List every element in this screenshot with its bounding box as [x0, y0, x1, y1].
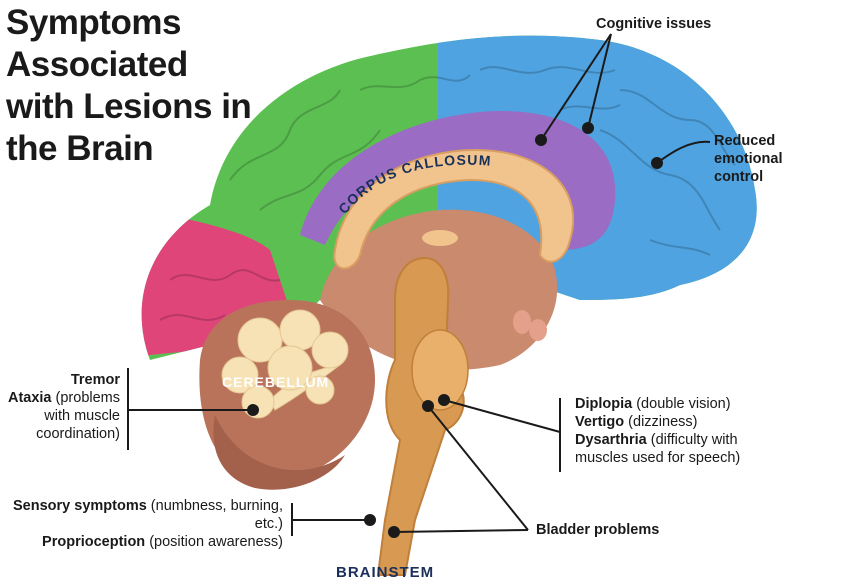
- dysarthria-term: Dysarthria: [575, 432, 647, 448]
- page-title: Symptoms Associated with Lesions in the …: [6, 2, 336, 170]
- tremor-ataxia-label: Tremor Ataxia (problems with muscle coor…: [0, 371, 120, 443]
- cognitive-issues-text: Cognitive issues: [596, 16, 712, 32]
- leader-bladder-2: [427, 405, 529, 531]
- ataxia-desc-2: with muscle: [44, 408, 120, 424]
- vertigo-desc: (dizziness): [624, 414, 698, 430]
- ataxia-desc-3: coordination): [36, 426, 120, 442]
- sensory-line: Sensory symptoms (numbness, burning, etc…: [0, 497, 283, 533]
- dysarthria-desc-1: (difficulty with: [646, 432, 738, 448]
- reduced-emotional-control-label: Reduced emotional control: [714, 132, 846, 186]
- title-line-3: the Brain: [6, 129, 154, 168]
- sensory-proprioception-label: Sensory symptoms (numbness, burning, etc…: [0, 497, 283, 551]
- pons: [411, 329, 469, 411]
- tremor-text: Tremor: [70, 372, 120, 388]
- leader-diplopia: [443, 399, 561, 433]
- brainstem-label: BRAINSTEM: [336, 564, 435, 581]
- ataxia-line-1: Ataxia (problems: [0, 389, 120, 407]
- emotional-line-1: Reduced emotional: [714, 133, 783, 167]
- cingulate-gyrus: [300, 111, 616, 250]
- arbor-vitae: [221, 309, 349, 419]
- corpus-callosum: [333, 148, 575, 270]
- pituitary: [513, 310, 531, 334]
- proprio-term: Proprioception: [42, 534, 146, 550]
- vertigo-term: Vertigo: [575, 414, 625, 430]
- leader-cognitive-1: [540, 33, 612, 141]
- bladder-text: Bladder problems: [536, 522, 660, 538]
- mammillary-body: [529, 319, 547, 341]
- diplopia-term: Diplopia: [575, 396, 633, 412]
- vertigo-line: Vertigo (dizziness): [575, 413, 740, 431]
- proprio-line: Proprioception (position awareness): [0, 533, 283, 551]
- dysarthria-line: Dysarthria (difficulty with: [575, 431, 740, 449]
- cerebellum-label: CEREBELLUM: [222, 374, 330, 390]
- gyri-texture: [159, 66, 736, 321]
- thalamus: [422, 230, 458, 246]
- proprio-desc: (position awareness): [145, 534, 283, 550]
- bladder-problems-label: Bladder problems: [536, 521, 659, 539]
- sensory-desc: (numbness, burning, etc.): [146, 498, 283, 532]
- leader-dots: [247, 122, 663, 538]
- emotional-line-2: control: [714, 169, 764, 185]
- leader-bladder-1: [393, 529, 529, 533]
- cognitive-issues-label: Cognitive issues: [596, 15, 711, 33]
- diplopia-desc: (double vision): [632, 396, 731, 412]
- cerebral-cortex: [141, 35, 757, 360]
- cerebellum-folia: [213, 415, 345, 490]
- ataxia-term: Ataxia: [7, 390, 52, 406]
- sensory-term: Sensory symptoms: [13, 498, 147, 514]
- leader-cognitive-2: [587, 33, 612, 129]
- title-line-2: with Lesions in: [6, 87, 252, 126]
- diplopia-line: Diplopia (double vision): [575, 395, 740, 413]
- title-line-1: Symptoms Associated: [6, 3, 188, 84]
- diplopia-vertigo-dysarthria-label: Diplopia (double vision) Vertigo (dizzin…: [575, 395, 740, 467]
- ataxia-desc-1: (problems: [51, 390, 120, 406]
- dysarthria-desc-2: muscles used for speech): [575, 450, 741, 466]
